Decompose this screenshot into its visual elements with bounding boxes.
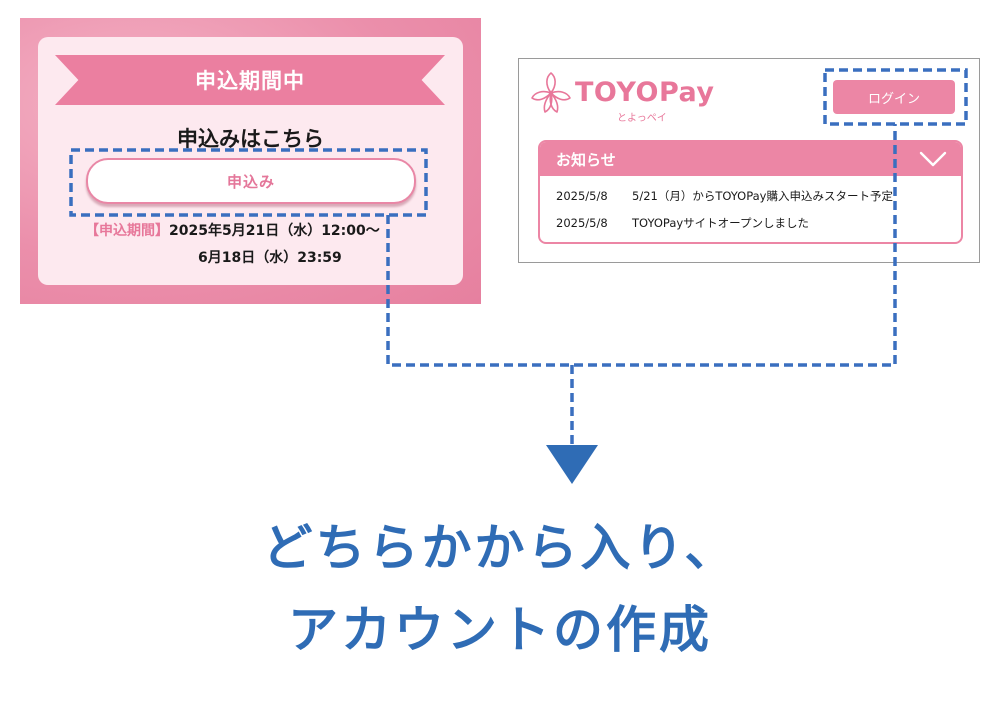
apply-button[interactable]: 申込み <box>86 158 416 204</box>
chevron-down-icon[interactable] <box>919 150 947 168</box>
toyopay-logo-subtitle: とよっペイ <box>617 113 667 124</box>
notice-item-date: 2025/5/8 <box>556 189 608 203</box>
notice-header[interactable]: お知らせ <box>540 142 961 176</box>
lily-flower-icon <box>531 72 571 113</box>
notice-item[interactable]: 2025/5/8 TOYOPayサイトオープンしました <box>556 215 809 231</box>
notice-item[interactable]: 2025/5/8 5/21（月）からTOYOPay購入申込みスタート予定 <box>556 188 893 204</box>
application-period-end: 6月18日（水）23:59 <box>198 250 342 266</box>
notice-box: お知らせ 2025/5/8 5/21（月）からTOYOPay購入申込みスタート予定… <box>538 140 963 244</box>
notice-item-date: 2025/5/8 <box>556 216 608 230</box>
login-button[interactable]: ログイン <box>833 80 955 114</box>
arrow-down-icon <box>546 445 598 484</box>
application-period-start: 【申込期間】2025年5月21日（水）12:00〜 <box>85 220 380 240</box>
caption-line-1: どちらかから入り、 <box>262 519 738 577</box>
apply-heading: 申込みはこちら <box>177 127 324 151</box>
application-period-label: 【申込期間】 <box>85 223 169 239</box>
application-panel: 申込期間中 申込みはこちら 申込み 【申込期間】2025年5月21日（水）12:… <box>20 18 481 304</box>
notice-title: お知らせ <box>556 151 616 169</box>
notice-item-text: TOYOPayサイトオープンしました <box>632 216 809 230</box>
site-header-panel: TOYOPay とよっペイ ログイン お知らせ 2025/5/8 5/21（月）か… <box>518 58 980 263</box>
application-period-banner: 申込期間中 <box>55 55 445 105</box>
application-card: 申込期間中 申込みはこちら 申込み 【申込期間】2025年5月21日（水）12:… <box>38 37 463 285</box>
caption-line-2: アカウントの作成 <box>288 601 712 659</box>
toyopay-logo: TOYOPay <box>575 77 715 108</box>
notice-item-text: 5/21（月）からTOYOPay購入申込みスタート予定 <box>632 189 893 203</box>
application-period-start-text: 2025年5月21日（水）12:00〜 <box>169 223 380 239</box>
